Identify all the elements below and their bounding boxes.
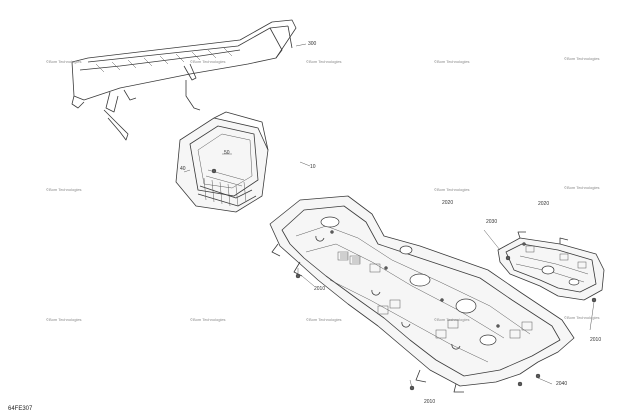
watermark: ©Bom Technologies xyxy=(306,317,342,322)
watermark: ©Bom Technologies xyxy=(190,59,226,64)
diagram-code: 64FE307 xyxy=(8,406,33,412)
watermark: ©Bom Technologies xyxy=(434,317,470,322)
part-label-50: 50 xyxy=(224,150,230,156)
watermark: ©Bom Technologies xyxy=(46,317,82,322)
part-label-10: 10 xyxy=(310,164,316,170)
watermark: ©Bom Technologies xyxy=(190,317,226,322)
watermark: ©Bom Technologies xyxy=(434,59,470,64)
part-label-2010-right: 2010 xyxy=(590,337,602,343)
fasteners xyxy=(295,255,597,391)
part-label-2020: 2020 xyxy=(442,200,454,206)
part-label-2010-bottom: 2010 xyxy=(424,399,436,405)
leader-lines xyxy=(183,43,595,389)
part-label-2040: 2040 xyxy=(556,381,568,387)
watermark: ©Bom Technologies xyxy=(564,56,600,61)
watermark: ©Bom Technologies xyxy=(434,187,470,192)
watermark: ©Bom Technologies xyxy=(564,315,600,320)
part-label-2020-rear: 2020 xyxy=(538,201,550,207)
watermark: ©Bom Technologies xyxy=(564,185,600,190)
rear-skid-plate xyxy=(497,231,605,301)
watermark: ©Bom Technologies xyxy=(46,59,82,64)
part-label-300: 300 xyxy=(308,41,317,47)
main-skid-plate xyxy=(269,195,575,393)
skid-basket xyxy=(175,111,269,213)
bumper-frame xyxy=(71,19,297,141)
part-label-2010-left: 2010 xyxy=(314,286,326,292)
part-label-2030: 2030 xyxy=(486,219,498,225)
part-label-40: 40 xyxy=(180,166,186,172)
watermark: ©Bom Technologies xyxy=(46,187,82,192)
watermark: ©Bom Technologies xyxy=(306,59,342,64)
